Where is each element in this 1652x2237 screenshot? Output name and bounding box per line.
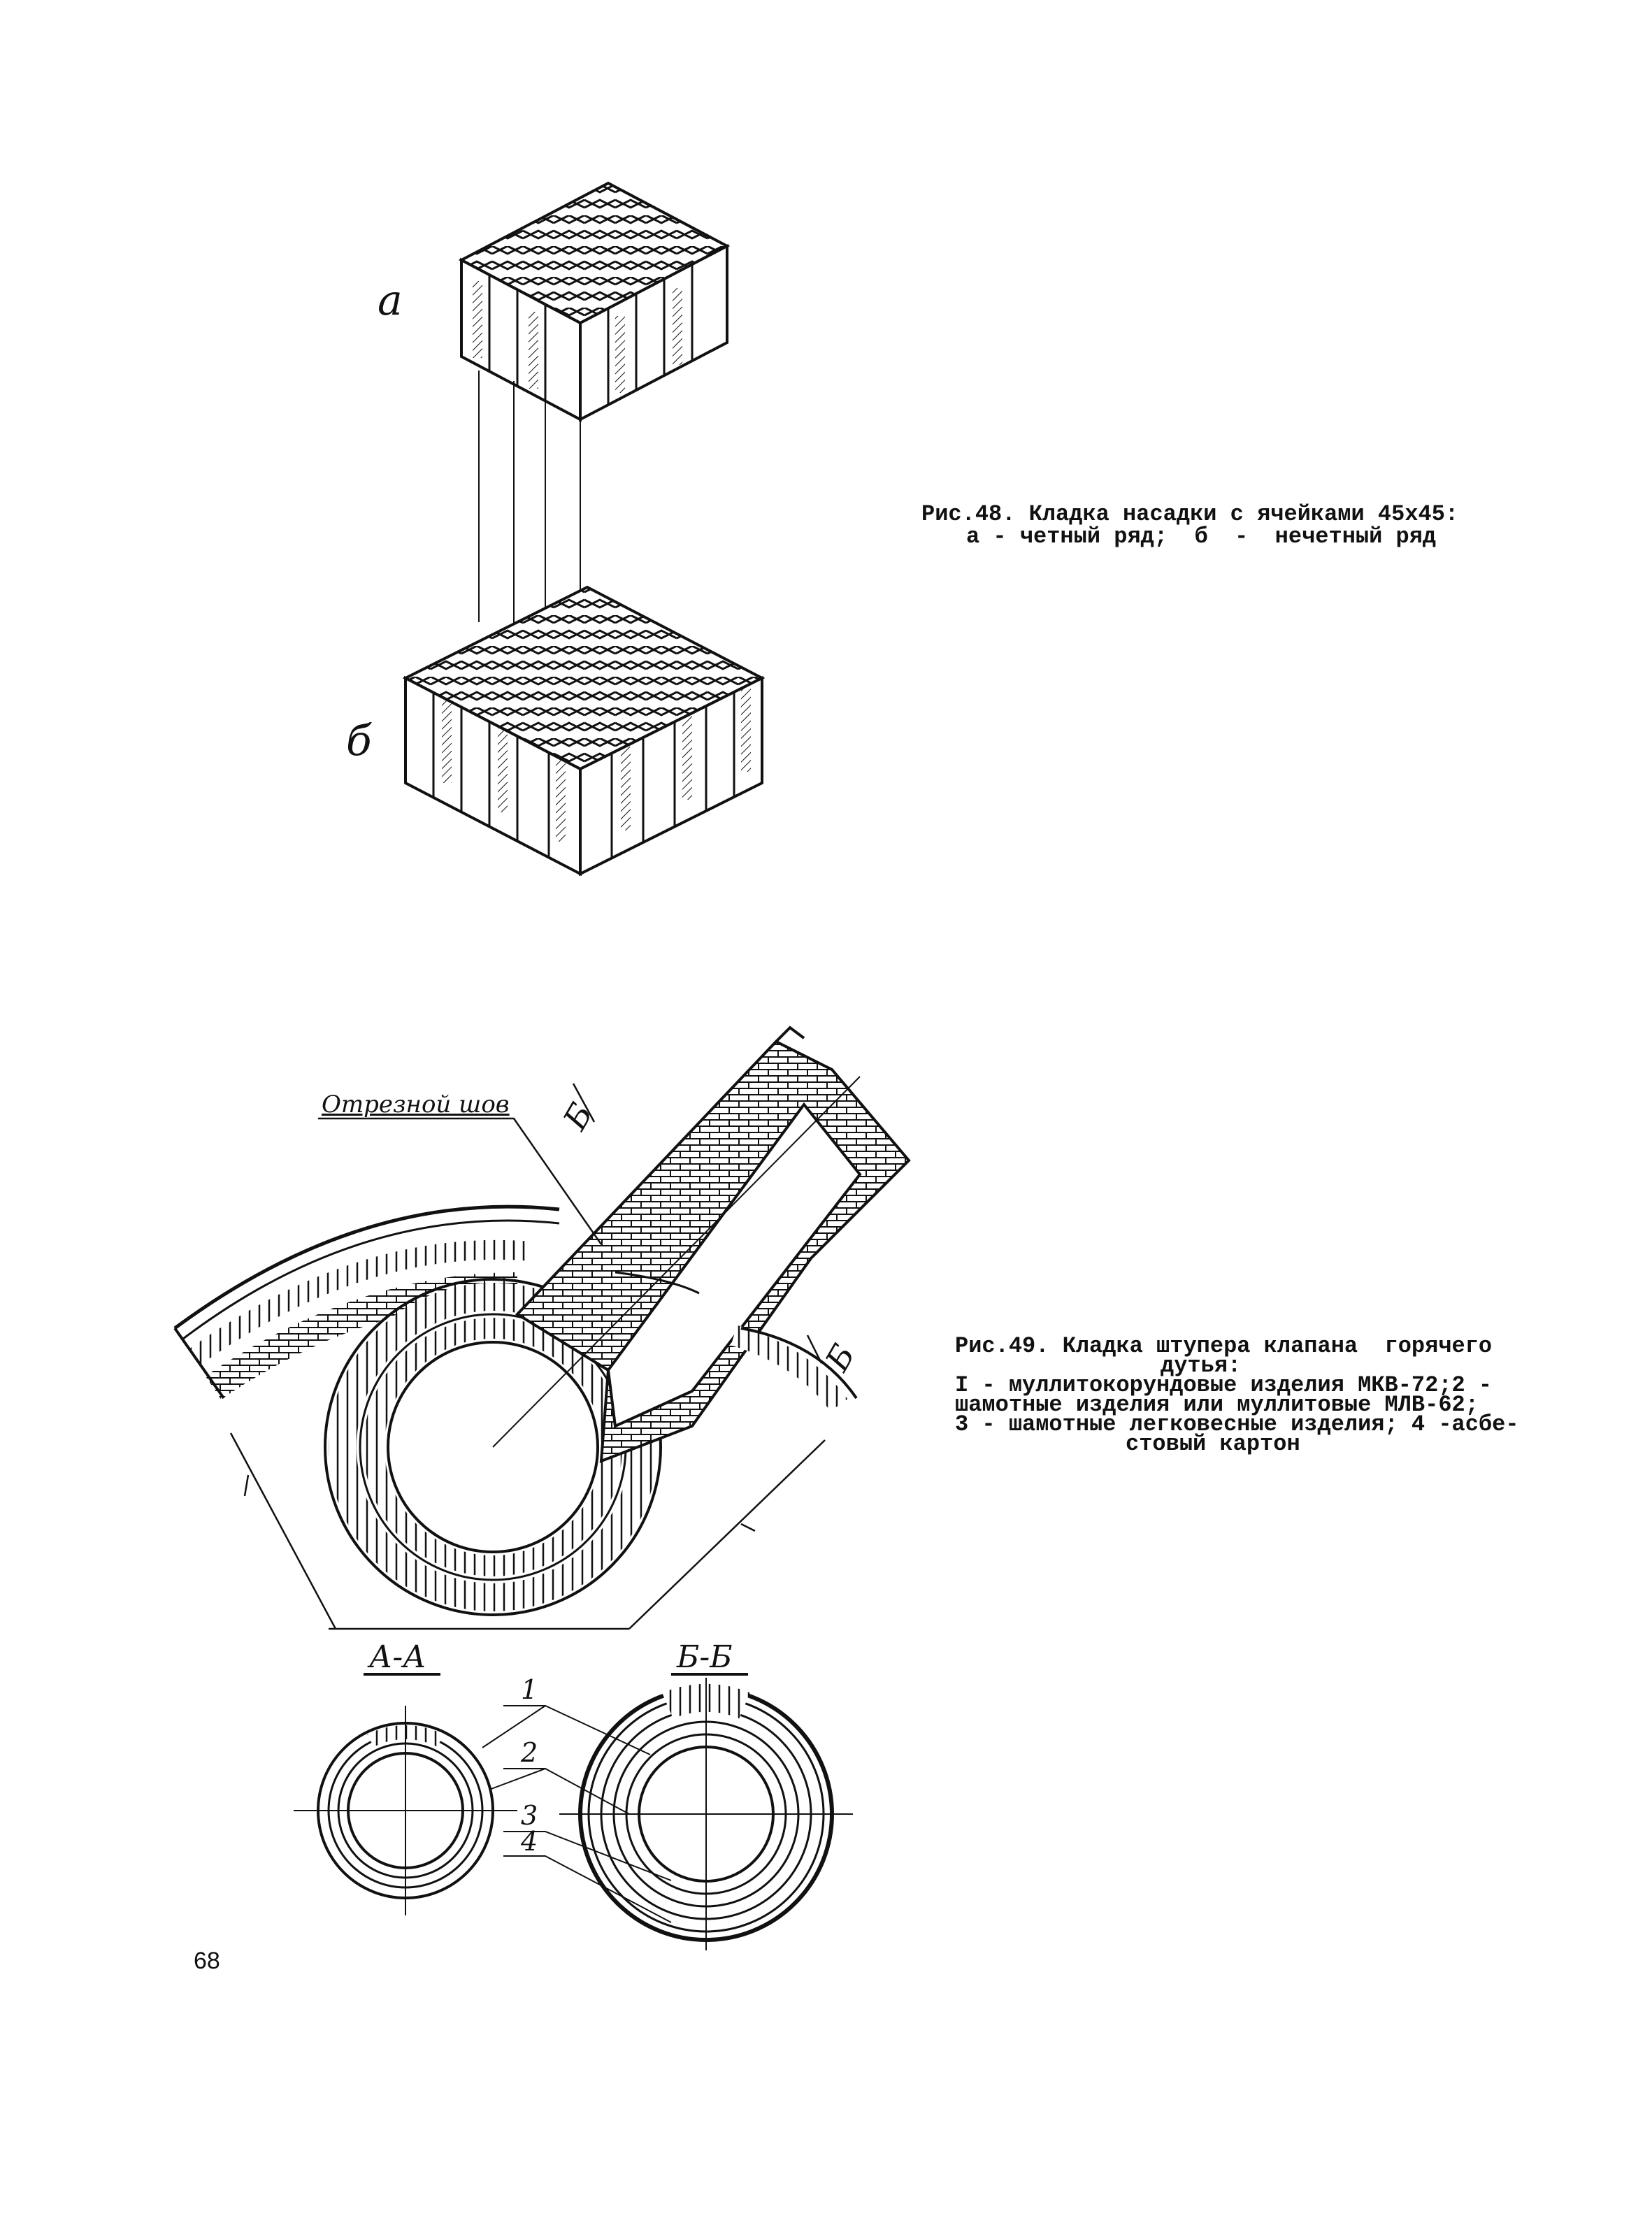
callout-3: 3 [521,1800,538,1831]
figure-48-caption-line2: а - четный ряд; б - нечетный ряд [966,524,1437,549]
figure-49-caption-line6: стовый картон [1126,1431,1300,1457]
section-aa-drawing [294,1673,517,1915]
page-number: 68 [194,1948,220,1974]
checker-block-even-row [458,181,731,422]
section-aa-label: А-А [369,1639,426,1675]
label-a: а [378,276,403,325]
figure-48-drawing [402,181,766,877]
callout-leaders [482,1705,672,1923]
dimension-lines [229,1083,826,1630]
main-pipe-right [731,1325,858,1411]
figure-48-caption-line1: Рис.48. Кладка насадки с ячейками 45х45: [921,501,1459,527]
cut-seam-label: Отрезной шов [322,1091,510,1118]
callout-1: 1 [521,1674,538,1705]
label-b: б [346,717,372,765]
figure-49-caption-line4: шамотные изделия или муллитовые МЛВ-62; [955,1392,1479,1418]
figure-49-caption-line1: Рис.49. Кладка штупера клапана горячего [955,1333,1493,1359]
callout-2: 2 [521,1737,538,1768]
figure-49-drawing [173,1026,911,1950]
checker-block-odd-row [402,585,766,877]
section-bb-drawing [559,1673,853,1950]
inclined-nozzle [492,1026,911,1464]
section-bb-label: Б-Б [677,1639,733,1675]
figure-49-caption-line2: дутья: [1161,1353,1242,1379]
callout-4: 4 [521,1826,538,1857]
figure-49-caption-line5: 3 - шамотные легковесные изделия; 4 -асб… [955,1411,1519,1437]
figure-49-caption-line3: I - муллитокорундовые изделия МКВ-72;2 - [955,1372,1493,1398]
